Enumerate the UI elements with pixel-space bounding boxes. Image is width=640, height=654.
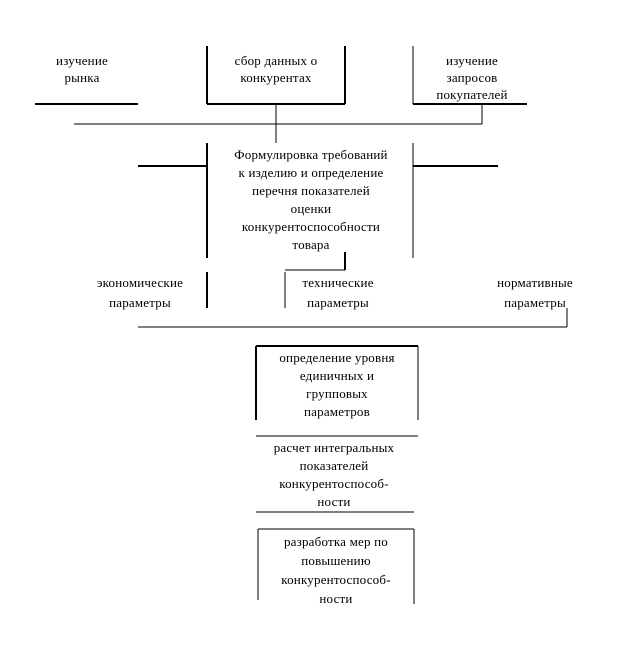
economic-parameters-label: экономические параметры [96,275,184,310]
requirements-block-label: Формулировка требований к изделию и опре… [234,147,388,252]
customer-requests-label: изучение запросов покупателей [436,53,508,102]
level-definition-label: определение уровня единичных и групповых… [279,350,395,419]
normative-parameters-label: нормативные параметры [497,275,573,310]
integral-calculation-label: расчет интегральных показателей конкурен… [273,440,395,509]
competitor-data-label: сбор данных о конкурентах [234,53,318,85]
measures-development-label: разработка мер по повышению конкурентосп… [281,534,391,606]
market-study-label: изучение рынка [56,53,108,85]
technical-parameters-label: технические параметры [302,275,374,310]
